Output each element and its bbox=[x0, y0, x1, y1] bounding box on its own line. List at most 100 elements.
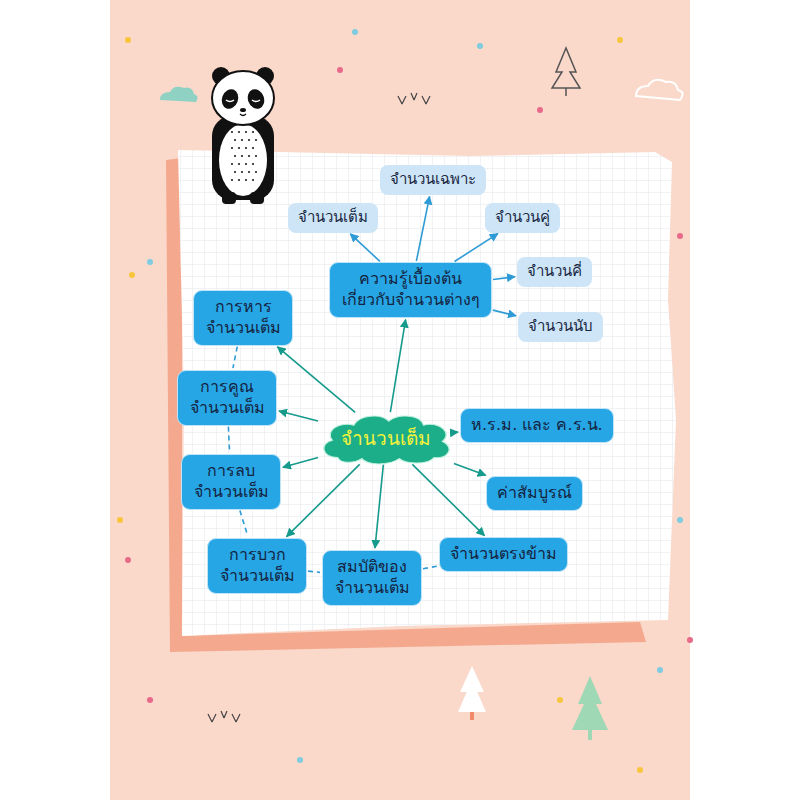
decoration bbox=[240, 108, 246, 112]
cloud-icon bbox=[636, 80, 683, 100]
dashed-link bbox=[308, 571, 320, 572]
dashed-link bbox=[233, 347, 237, 368]
arrow-connector bbox=[493, 277, 515, 280]
node-label: ค่าสัมบูรณ์ bbox=[497, 483, 572, 504]
decoration bbox=[588, 730, 592, 740]
subtopic-box: จำนวนเฉพาะ bbox=[380, 165, 486, 195]
node-label: ความรู้เบื้องต้น เกี่ยวกับจำนวนต่างๆ bbox=[340, 269, 481, 311]
subtopic-box: จำนวนคู่ bbox=[485, 203, 560, 233]
arrow-connector bbox=[412, 464, 484, 535]
decoration bbox=[252, 131, 254, 133]
subtopic-box: จำนวนเต็ม bbox=[288, 203, 378, 233]
decoration bbox=[219, 124, 267, 196]
subtopic-box: จำนวนคี่ bbox=[517, 257, 592, 287]
topic-box: การบวก จำนวนเต็ม bbox=[207, 538, 307, 594]
decoration bbox=[245, 87, 267, 111]
arrow-connector bbox=[279, 411, 318, 421]
decoration bbox=[297, 757, 303, 763]
node-label: จำนวนเฉพาะ bbox=[390, 170, 476, 190]
topic-box: ห.ร.ม. และ ค.ร.น. bbox=[460, 408, 614, 443]
grid-lines bbox=[178, 150, 676, 636]
decoration bbox=[245, 131, 247, 133]
node-label: การลบ จำนวนเต็ม bbox=[192, 461, 270, 503]
decoration bbox=[212, 116, 274, 200]
decoration bbox=[255, 155, 257, 157]
decoration bbox=[552, 48, 580, 88]
topic-box: ค่าสัมบูรณ์ bbox=[486, 476, 583, 511]
decoration bbox=[238, 131, 240, 133]
decoration bbox=[125, 37, 131, 43]
decoration bbox=[117, 29, 693, 773]
topic-box: การหาร จำนวนเต็ม bbox=[193, 290, 293, 346]
decoration bbox=[255, 171, 257, 173]
cloud-icon bbox=[160, 87, 198, 102]
decoration bbox=[226, 100, 234, 102]
decoration bbox=[337, 67, 343, 73]
decoration bbox=[248, 155, 250, 157]
decoration bbox=[252, 147, 254, 149]
decoration bbox=[458, 680, 486, 712]
decoration bbox=[557, 697, 563, 703]
decoration bbox=[147, 697, 153, 703]
decoration bbox=[250, 192, 264, 204]
decoration bbox=[241, 171, 243, 173]
decoration bbox=[687, 637, 693, 643]
tree-icon bbox=[552, 48, 580, 96]
arrow-connector bbox=[287, 464, 360, 536]
decoration bbox=[245, 179, 247, 181]
decoration bbox=[677, 517, 683, 523]
grid-paper bbox=[178, 150, 676, 636]
decoration bbox=[238, 179, 240, 181]
node-label: การหาร จำนวนเต็ม bbox=[204, 297, 282, 339]
decoration bbox=[470, 712, 474, 720]
decoration bbox=[477, 43, 483, 49]
decoration bbox=[352, 29, 358, 35]
arrow-connector bbox=[493, 310, 516, 316]
node-label: การคูณ จำนวนเต็ม bbox=[188, 377, 266, 419]
arrow-connector bbox=[390, 320, 405, 412]
decoration bbox=[240, 114, 246, 116]
panda-illustration bbox=[212, 67, 274, 204]
decoration bbox=[252, 179, 254, 181]
decoration bbox=[245, 163, 247, 165]
decoration bbox=[537, 107, 543, 113]
arrow-connector bbox=[375, 465, 383, 548]
decoration bbox=[231, 147, 233, 149]
decoration bbox=[125, 557, 131, 563]
dashed-link bbox=[228, 427, 229, 452]
topic-box: จำนวนตรงข้าม bbox=[439, 537, 568, 572]
arrow-connector bbox=[455, 234, 498, 262]
decoration bbox=[208, 711, 240, 722]
node-label: ห.ร.ม. และ ค.ร.น. bbox=[471, 415, 603, 436]
decoration bbox=[255, 139, 257, 141]
decoration bbox=[234, 155, 236, 157]
decoration bbox=[398, 93, 430, 104]
arrow-connector bbox=[454, 464, 486, 476]
arrow-connector bbox=[454, 431, 458, 433]
node-label: จำนวนตรงข้าม bbox=[450, 544, 557, 565]
decoration bbox=[657, 667, 663, 673]
decoration bbox=[234, 171, 236, 173]
topic-box: การลบ จำนวนเต็ม bbox=[181, 454, 281, 510]
decoration bbox=[637, 767, 643, 773]
decoration bbox=[572, 676, 608, 730]
decoration bbox=[252, 163, 254, 165]
decoration bbox=[677, 233, 683, 239]
page-background bbox=[110, 0, 690, 800]
node-label: จำนวนเต็ม bbox=[298, 208, 368, 228]
cloud-outline bbox=[324, 416, 449, 464]
node-label: จำนวนคู่ bbox=[495, 208, 550, 228]
decoration bbox=[252, 100, 260, 102]
node-label: จำนวนเต็ม bbox=[341, 426, 431, 451]
decoration bbox=[234, 139, 236, 141]
decoration bbox=[231, 131, 257, 181]
decoration bbox=[565, 88, 567, 96]
decoration bbox=[231, 131, 233, 133]
decoration bbox=[129, 272, 135, 278]
node-label: สมบัติของ จำนวนเต็ม bbox=[333, 557, 411, 599]
tree-icon bbox=[458, 666, 486, 720]
decoration bbox=[231, 163, 233, 165]
decoration bbox=[219, 87, 241, 111]
